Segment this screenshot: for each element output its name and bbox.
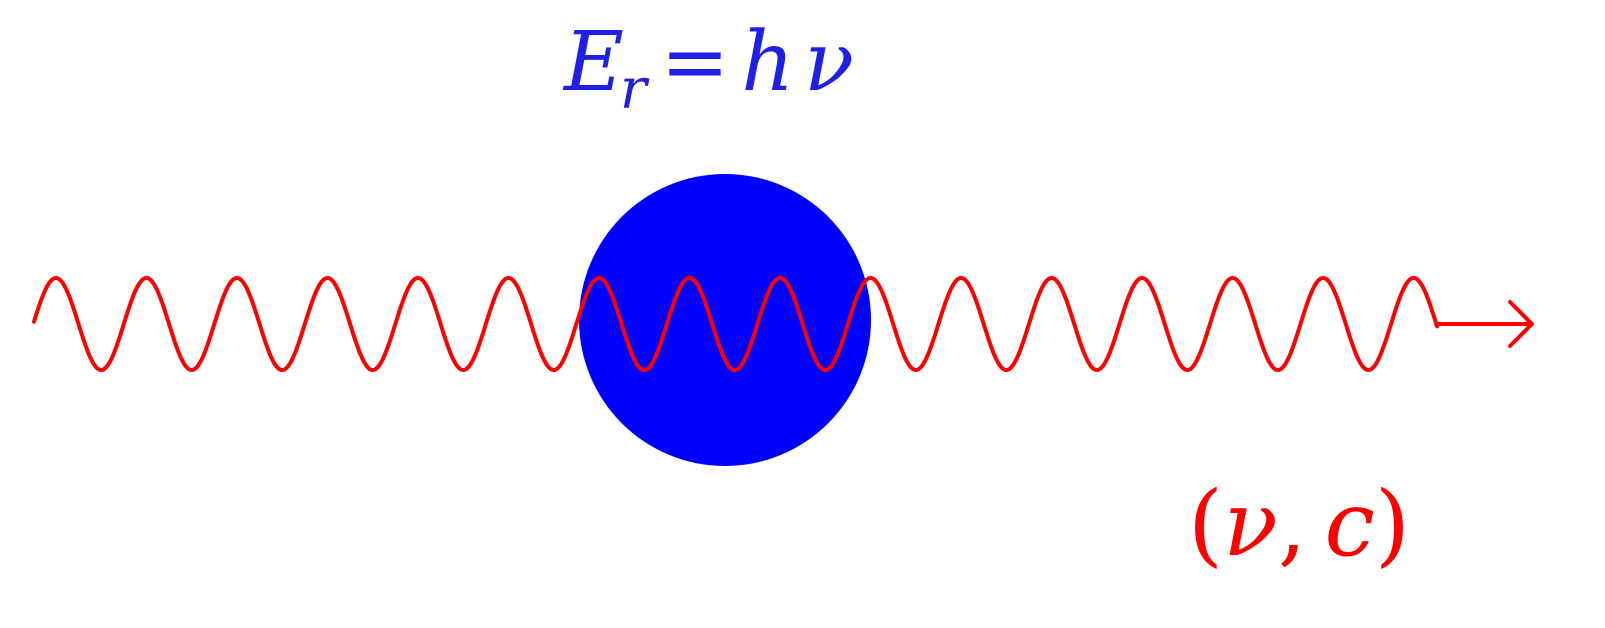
open-paren: ( [1188,472,1224,577]
wave-properties-label: (ν,c) [1188,480,1410,570]
arrow-head [1508,300,1534,348]
particle-circle [579,174,871,466]
frequency-symbol: ν [804,15,855,110]
wave-line [32,276,1439,372]
energy-subscript: r [619,57,647,122]
close-paren: ) [1374,472,1410,577]
equals-sign: = [660,15,730,110]
speed-of-light-symbol: c [1324,472,1375,577]
comma-separator: , [1277,472,1307,577]
energy-symbol: E [564,15,624,110]
planck-constant: h [741,15,795,110]
wave-frequency-symbol: ν [1223,472,1278,577]
